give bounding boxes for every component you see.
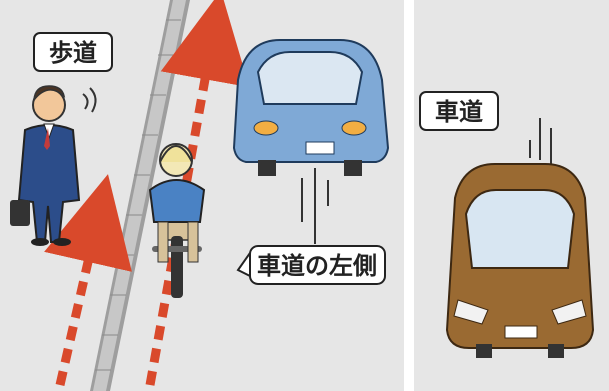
roadway-label: 車道 xyxy=(435,98,483,126)
curb-icon xyxy=(90,0,190,391)
brown-car-icon xyxy=(445,163,595,358)
roadway-label-box: 車道 xyxy=(419,91,499,131)
left-side-callout-text: 車道の左側 xyxy=(257,252,377,280)
pedestrian-icon xyxy=(10,85,97,246)
sidewalk-label-box: 歩道 xyxy=(33,32,113,72)
roadway-arrow-icon xyxy=(145,0,250,386)
sidewalk-arrow-icon xyxy=(44,174,132,386)
panel-divider xyxy=(404,0,414,391)
sidewalk-label: 歩道 xyxy=(49,39,97,67)
motion-lines xyxy=(301,118,552,244)
blue-car-icon xyxy=(232,39,390,176)
cyclist-icon xyxy=(148,143,206,298)
left-side-callout: 車道の左側 xyxy=(236,245,386,285)
